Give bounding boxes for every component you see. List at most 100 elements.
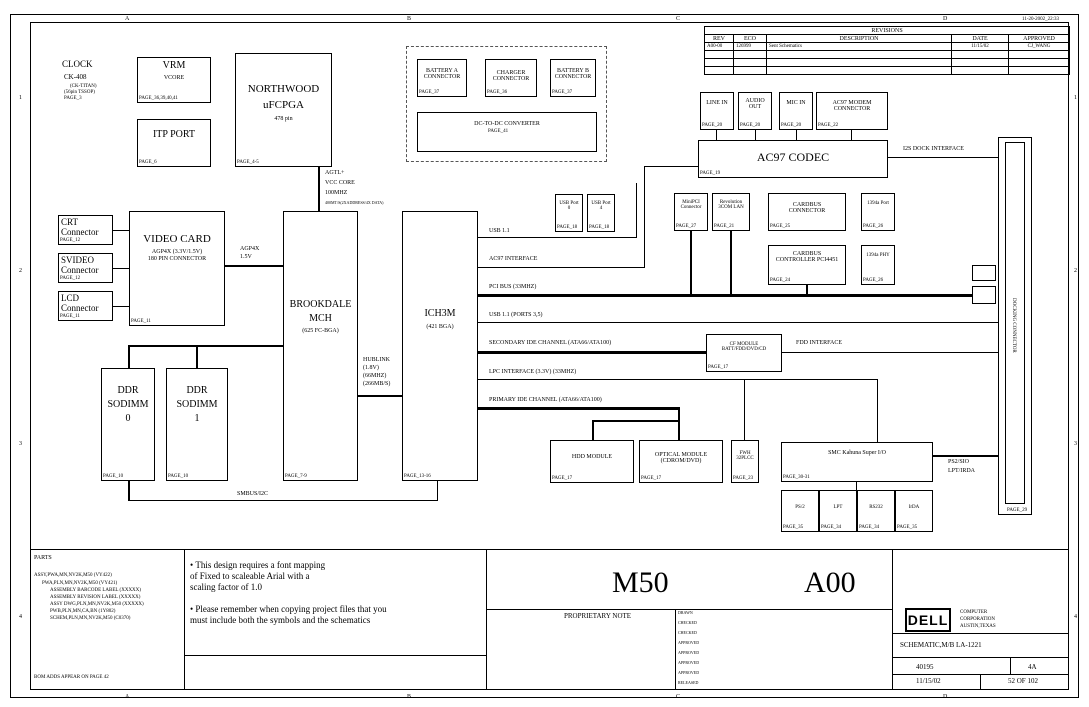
codec-audio-line2 [755, 130, 756, 140]
codec-audio-line3 [796, 130, 797, 140]
video-card-page: PAGE_11 [131, 319, 151, 324]
northwood-sub: 478 pin [274, 116, 293, 122]
ddr-sodimm0-block: DDR SODIMM 0 PAGE_10 [101, 368, 155, 481]
signoff-approved-1: APPROVED [678, 640, 700, 645]
cf-module-page: PAGE_17 [708, 365, 729, 370]
lcd-title2: Connector [61, 303, 99, 313]
line-in-block: LINE IN PAGE_20 [700, 92, 734, 130]
agp-bus [225, 265, 283, 267]
hdd-drop [592, 420, 594, 440]
dell-logo: DELL [905, 608, 951, 632]
battery-a-block: BATTERY A CONNECTOR PAGE_37 [417, 59, 467, 97]
signoff-drawn: DRAWN [678, 610, 693, 615]
ieee1394-phy-page: PAGE_26 [863, 278, 884, 283]
smbus-label: SMBUS/I2C [237, 491, 269, 497]
rs232-title: RS232 [869, 505, 883, 510]
date-header: DATE [951, 34, 1009, 43]
clock-title: CLOCK [62, 59, 93, 69]
smc-to-ports [856, 482, 857, 490]
cardbus-conn-page: PAGE_25 [770, 224, 791, 229]
primary-ide-label: PRIMARY IDE CHANNEL (ATA66/ATA100) [489, 397, 602, 403]
smc-superio-block: SMC Kahuna Super I/O PAGE_30-31 [781, 442, 933, 482]
dcdc-page: PAGE_41 [488, 129, 509, 134]
rs232-block: RS232 PAGE_34 [857, 490, 895, 532]
signoff-column: DRAWN CHECKED CHECKED APPROVED APPROVED … [676, 609, 892, 690]
hdd-module-block: HDD MODULE PAGE_17 [550, 440, 634, 483]
ieee1394-port-page: PAGE_26 [863, 224, 884, 229]
lcd-page: PAGE_11 [60, 314, 80, 319]
company-line-2: CORPORATION [960, 617, 996, 622]
crt-title: CRT [61, 217, 78, 227]
crt-line [113, 230, 129, 231]
clock-sub: CK-408 [64, 73, 87, 81]
rev-value: 4A [1028, 663, 1037, 671]
ddr1-drop [196, 345, 198, 368]
lpc-if-line [478, 379, 878, 380]
svideo-title: SVIDEO [61, 255, 94, 265]
pci-bus-line [478, 294, 972, 297]
northwood-title: NORTHWOOD [247, 83, 320, 95]
pci-bus-label: PCI BUS (33MHZ) [489, 284, 537, 290]
ich3m-block: ICH3M (421 BGA) PAGE_13-16 [402, 211, 478, 481]
grid-row-4-right: 4 [1074, 614, 1077, 620]
ac97-codec-title: AC97 CODEC [756, 150, 830, 164]
northwood-cpu-block: NORTHWOOD uFCPGA 478 pin PAGE_4-5 [235, 53, 332, 167]
revisions-title: REVISIONS [704, 26, 1070, 35]
vrm-block: VRM VCORE PAGE_36,39,40,41 [137, 57, 211, 103]
charger-title: CHARGER CONNECTOR [492, 70, 530, 82]
optical-title: OPTICAL MODULE (CDROM/DVD) [654, 452, 708, 464]
crt-title2: Connector [61, 227, 99, 237]
smc-drop [877, 379, 878, 442]
dcdc-block: DC-TO-DC CONVERTER PAGE_41 [417, 112, 597, 152]
grid-row-4: 4 [19, 614, 22, 620]
battery-a-page: PAGE_37 [419, 90, 440, 95]
lcd-title: LCD [61, 293, 79, 303]
approved-cell: CJ_WANG [1008, 42, 1070, 51]
brookdale-sub: (625 FC-BGA) [302, 328, 339, 334]
lan-drop [730, 231, 732, 295]
fdd-if-line [782, 352, 998, 353]
bullet-2: • [190, 604, 196, 614]
northwood-page: PAGE_4-5 [237, 160, 259, 165]
line-in-title: LINE IN [706, 100, 728, 106]
model-title: M50 [612, 566, 669, 599]
ide-split [592, 420, 680, 422]
battery-b-title: BATTERY B CONNECTOR [554, 68, 592, 80]
fwh-block: FWH 32PLCC PAGE_23 [731, 440, 759, 483]
approved-header: APPROVED [1008, 34, 1070, 43]
ddr1-title3: 1 [194, 413, 200, 424]
usb0-title: USB Port 0 [559, 201, 579, 211]
parts-line-4: ASSY DWG,PLN,MN,NV2K,M50 (XXXXX) [50, 602, 144, 607]
v15-label: 1.5V [240, 254, 252, 260]
ac97-if-line [478, 267, 644, 268]
ps2sio-label: PS2/SIO [948, 459, 970, 465]
hublink-mbs: (266MB/S) [363, 381, 391, 387]
parts-divider [184, 549, 185, 690]
docking-page: PAGE_29 [1007, 508, 1028, 513]
parts-line-2: ASSEMBLY BARCODE LABEL (XXXXX) [50, 588, 141, 593]
irda-page: PAGE_35 [897, 525, 918, 530]
signoff-checked-2: CHECKED [678, 630, 697, 635]
grid-row-3: 3 [19, 441, 22, 447]
rs232-page: PAGE_34 [859, 525, 880, 530]
vcc-core-label: VCC CORE [325, 180, 355, 186]
ac97-modem-page: PAGE_22 [818, 123, 839, 128]
lcd-connector-block: LCD Connector PAGE_11 [58, 291, 113, 321]
inner-border [30, 22, 1069, 690]
battery-b-page: PAGE_37 [552, 90, 573, 95]
dock-switch-1 [972, 265, 996, 281]
parts-line-6: SCHEM,PLN,MN,NV2K,M50 (C0370) [50, 616, 131, 621]
minipci-drop [690, 231, 692, 295]
smc-title: SMC Kahuna Super I/O [828, 450, 886, 456]
usb-port0-block: USB Port 0 PAGE_18 [555, 194, 583, 232]
lan-block: Revolution 3COM LAN PAGE_21 [712, 193, 750, 231]
ac97-modem-title: AC97 MODEM CONNECTOR [832, 100, 872, 112]
proprietary-divider [675, 609, 676, 690]
codec-audio-line1 [716, 130, 717, 140]
note1-text: This design requires a font mapping of F… [190, 560, 326, 592]
ich3m-sub: (421 BGA) [426, 324, 454, 330]
ieee1394-port-title: 1394a Port [867, 201, 889, 206]
grid-col-d: D [943, 16, 948, 22]
secondary-ide-line [478, 351, 706, 354]
grid-row-1-right: 1 [1074, 95, 1077, 101]
